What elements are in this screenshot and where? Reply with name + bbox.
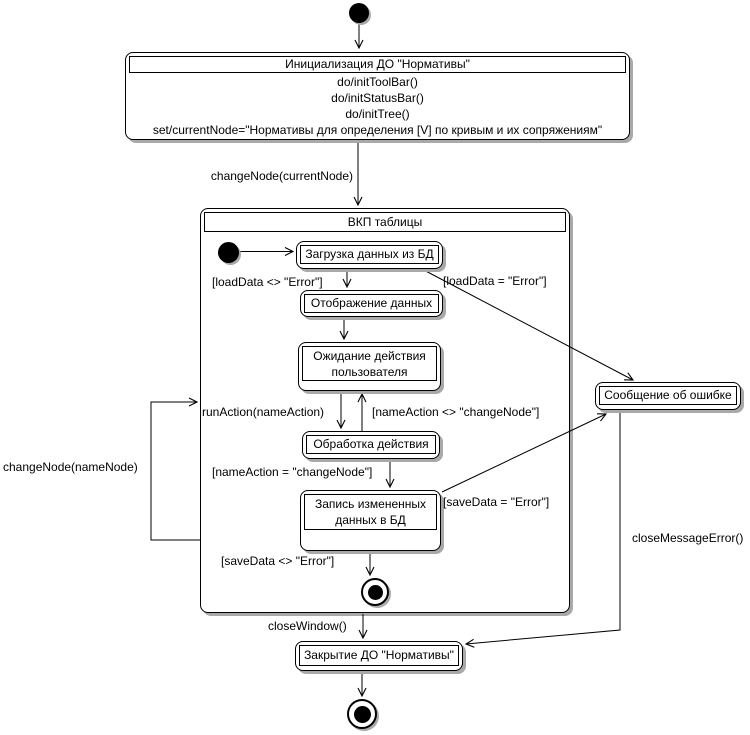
vkp-final-state-node[interactable] xyxy=(361,578,389,606)
label-change-node-name: changeNode(nameNode) xyxy=(3,460,138,474)
state-process-action[interactable]: Обработка действия xyxy=(302,431,440,459)
state-init-do-title: Инициализация ДО "Нормативы" xyxy=(285,57,470,71)
action-init-tree: do/initTree() xyxy=(345,107,410,121)
label-run-action: runAction(nameAction) xyxy=(202,405,325,419)
action-init-toolbar: do/initToolBar() xyxy=(337,75,418,89)
state-close-do-title: Закрытие ДО "Нормативы" xyxy=(304,648,454,662)
state-wait-user-action-title: Ожидание действия пользователя xyxy=(313,348,426,379)
label-close-window: closeWindow() xyxy=(268,619,347,633)
state-save-data-title: Запись измененных данных в БД xyxy=(314,497,427,527)
action-init-statusbar: do/initStatusBar() xyxy=(331,91,424,105)
final-state-core xyxy=(353,705,371,723)
state-error-message-name: Сообщение об ошибке xyxy=(599,386,737,405)
state-init-do-name: Инициализация ДО "Нормативы" xyxy=(129,56,626,73)
final-state-node[interactable] xyxy=(347,699,377,729)
state-error-message-title: Сообщение об ошибке xyxy=(604,388,732,402)
state-vkp-tables-title: ВКП таблицы xyxy=(347,214,423,229)
vkp-initial-state-node[interactable] xyxy=(218,242,239,263)
state-wait-user-action-name: Ожидание действия пользователя xyxy=(302,346,437,381)
state-display-data-title: Отображение данных xyxy=(310,296,433,310)
state-init-do[interactable]: Инициализация ДО "Нормативы" do/initTool… xyxy=(125,52,630,140)
state-display-data-name: Отображение данных xyxy=(304,294,439,313)
state-init-do-actions: do/initToolBar() do/initStatusBar() do/i… xyxy=(130,74,625,138)
state-load-data[interactable]: Загрузка данных из БД xyxy=(296,241,443,269)
label-change-node-current: changeNode(currentNode) xyxy=(210,169,353,183)
label-close-message-error: closeMessageError() xyxy=(632,531,744,545)
label-load-error: [loadData = "Error"] xyxy=(443,274,547,288)
action-set-current-node: set/currentNode="Нормативы для определен… xyxy=(152,123,603,137)
state-wait-user-action[interactable]: Ожидание действия пользователя xyxy=(298,342,441,391)
state-display-data[interactable]: Отображение данных xyxy=(300,290,443,317)
state-save-data[interactable]: Запись измененных данных в БД xyxy=(300,490,441,551)
label-name-action-eq: [nameAction = "changeNode"] xyxy=(212,465,373,479)
label-name-action-neq: [nameAction <> "changeNode"] xyxy=(372,405,540,419)
label-load-ok: [loadData <> "Error"] xyxy=(212,275,323,289)
label-save-error: [saveData = "Error"] xyxy=(443,495,550,509)
state-error-message[interactable]: Сообщение об ошибке xyxy=(595,382,741,410)
state-close-do[interactable]: Закрытие ДО "Нормативы" xyxy=(295,641,463,671)
vkp-final-state-core xyxy=(367,584,383,600)
state-save-data-name: Запись измененных данных в БД xyxy=(304,494,437,530)
label-save-ok: [saveData <> "Error"] xyxy=(221,554,335,568)
state-process-action-title: Обработка действия xyxy=(313,437,429,451)
state-load-data-name: Загрузка данных из БД xyxy=(300,245,439,264)
state-process-action-name: Обработка действия xyxy=(306,435,436,454)
initial-state-node[interactable] xyxy=(349,3,369,23)
edge-vkp-self-loop xyxy=(150,402,200,541)
state-load-data-title: Загрузка данных из БД xyxy=(305,247,434,261)
state-close-do-name: Закрытие ДО "Нормативы" xyxy=(299,645,459,666)
state-vkp-tables-name: ВКП таблицы xyxy=(204,212,566,232)
